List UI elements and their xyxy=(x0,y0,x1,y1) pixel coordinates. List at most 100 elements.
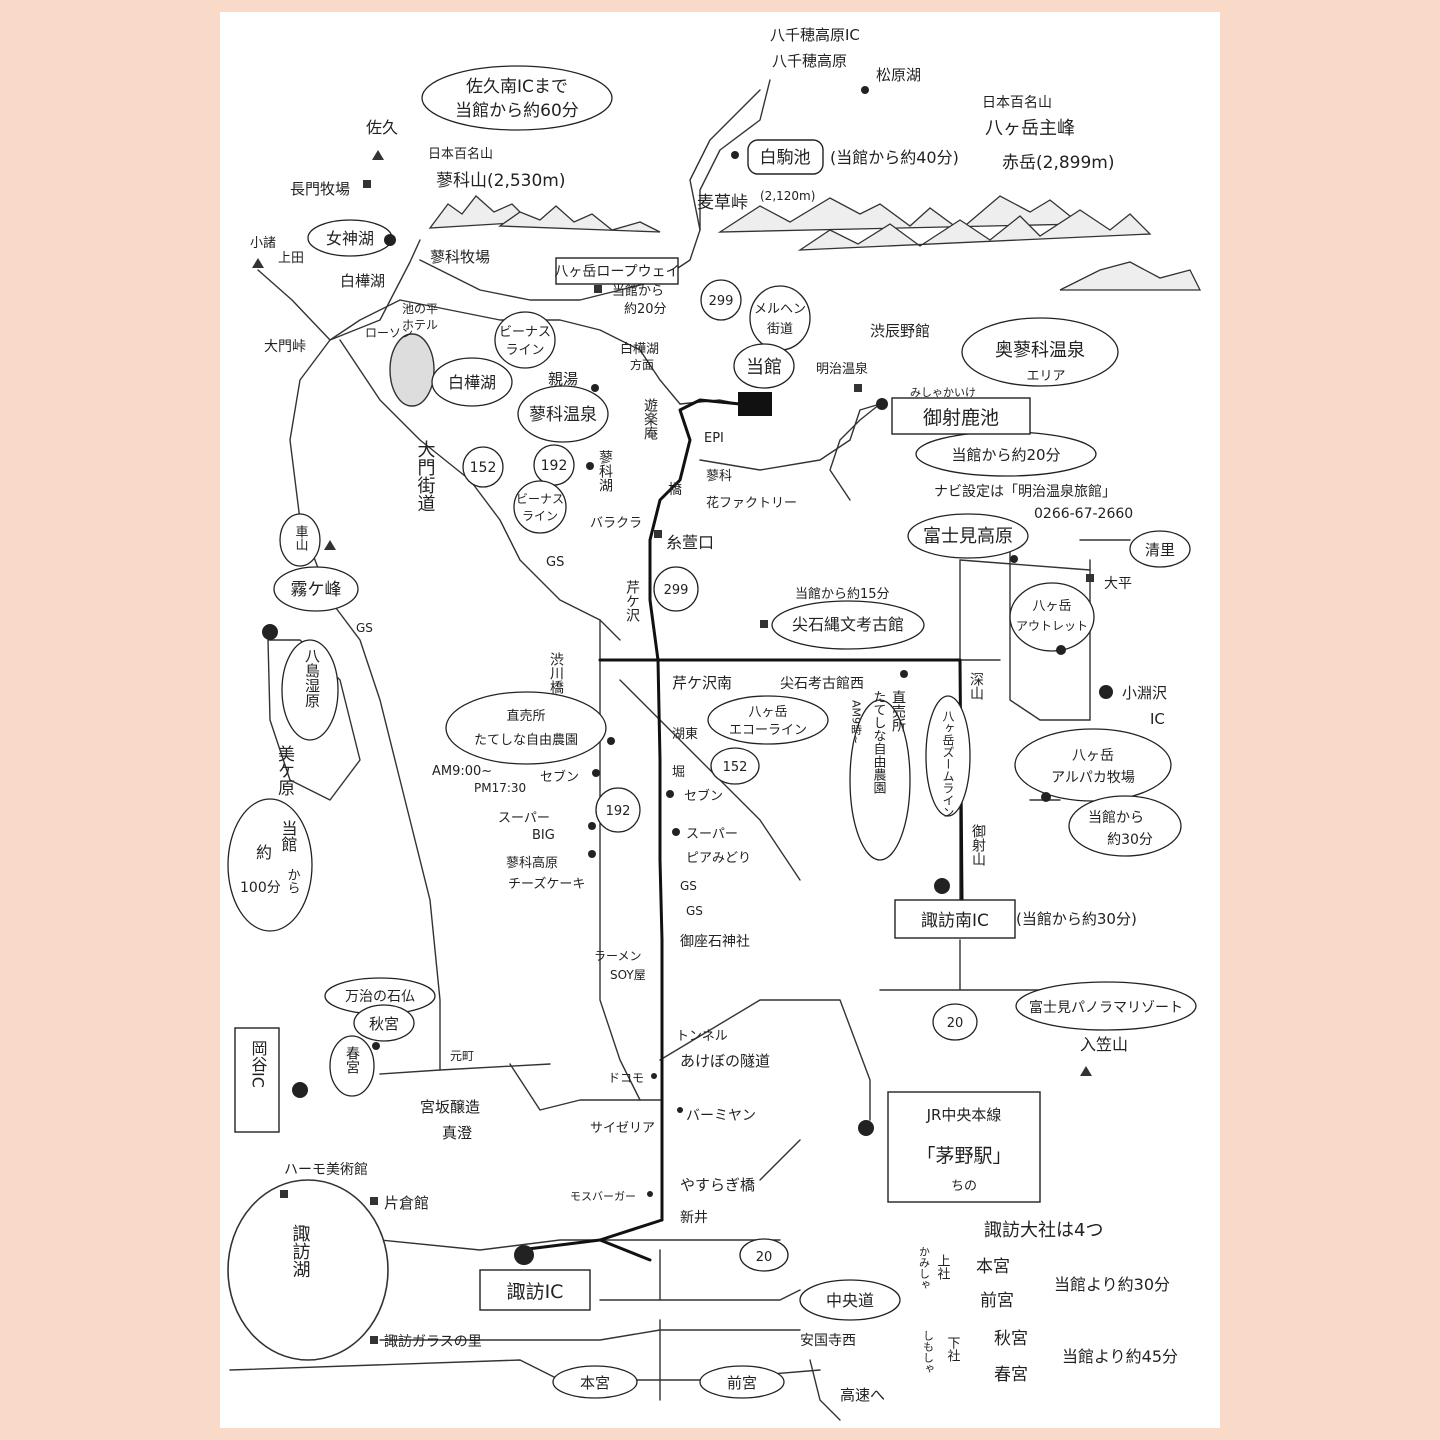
label-togariishi-time: 当館から約15分 xyxy=(795,587,890,602)
label-venus-1: ビーナス xyxy=(499,325,551,340)
label-harumiya-r: 春宮 xyxy=(994,1365,1028,1385)
label-mugikusa-toge: 麦草峠 xyxy=(697,193,748,213)
label-shibu-tatsuno: 渋辰野館 xyxy=(870,322,930,340)
label-okaya-ic: 岡谷IC xyxy=(249,1040,268,1088)
label-shirakabako-dir-2: 方面 xyxy=(630,357,654,372)
label-r152-mid: 152 xyxy=(723,760,748,775)
label-suwaminami-ic: 諏訪南IC xyxy=(921,911,989,931)
label-meruhen-1: メルヘン xyxy=(754,302,806,317)
label-meruhen-2: 街道 xyxy=(767,322,793,337)
label-saku: 佐久 xyxy=(366,118,398,137)
label-hori: 堀 xyxy=(672,765,685,780)
label-venus-b-2: ライン xyxy=(522,509,558,523)
label-r192: 192 xyxy=(541,458,568,474)
label-maemiya: 前宮 xyxy=(727,1374,757,1392)
mountain-range-left xyxy=(428,195,661,233)
label-chokubai-v-2: たてしな自由農園 xyxy=(871,690,887,794)
label-shimosha-time: 当館より約45分 xyxy=(1062,1347,1178,1366)
label-r152: 152 xyxy=(470,460,497,476)
label-zoom-line: 八ヶ岳ズームライン xyxy=(941,710,955,818)
label-jr-3: ちの xyxy=(951,1179,977,1194)
label-okutateshina-1: 奥蓼科温泉 xyxy=(995,340,1085,361)
label-super-big-2: BIG xyxy=(532,828,555,843)
label-mos: モスバーガー xyxy=(570,1190,636,1203)
label-shinyu: 親湯 xyxy=(548,370,578,388)
label-outlet-2: アウトレット xyxy=(1016,619,1088,633)
label-mugikusa-alt: (2,120m) xyxy=(760,189,815,203)
label-yachiho-ic: 八千穂高原IC xyxy=(770,26,860,44)
label-hours-2: PM17:30 xyxy=(474,781,526,795)
label-utsukushigahara: 美ケ原 xyxy=(274,745,295,796)
label-honmiya: 本宮 xyxy=(580,1374,610,1392)
label-ropeway-time-2: 約20分 xyxy=(624,302,667,317)
label-nagato-bokujo: 長門牧場 xyxy=(290,180,350,198)
label-shimosha-kana: しもしゃ xyxy=(922,1330,935,1374)
label-manji: 万治の石仏 xyxy=(345,989,415,1005)
label-hana-factory-1: 蓼科 xyxy=(706,469,732,484)
label-shirakabako-bubble: 白樺湖 xyxy=(448,373,496,392)
label-masumi: 真澄 xyxy=(442,1124,472,1142)
label-seven-left: セブン xyxy=(540,769,579,785)
label-mishakaike: 御射鹿池 xyxy=(923,407,999,429)
label-kamisha-kana: かみしゃ xyxy=(918,1246,931,1290)
label-gs-left: GS xyxy=(356,621,373,635)
label-gs-b: GS xyxy=(686,904,703,918)
label-eco-line-2: エコーライン xyxy=(729,723,807,738)
label-yashima-onsen: 八島湿原 xyxy=(303,648,321,708)
label-fujimi-kogen: 富士見高原 xyxy=(923,526,1013,547)
suwa-lake xyxy=(227,1179,389,1361)
label-shirakomaike-time: (当館から約40分) xyxy=(830,148,959,167)
label-saizeriya: サイゼリア xyxy=(590,1121,655,1136)
label-venus-2: ライン xyxy=(505,343,544,358)
label-venus-b-1: ビーナス xyxy=(516,492,564,506)
main-route xyxy=(518,398,964,1401)
label-akimiya-r: 秋宮 xyxy=(994,1329,1028,1349)
label-kobuchizawa-2: IC xyxy=(1150,710,1165,728)
label-shirakaba-ko-top: 白樺湖 xyxy=(340,272,385,290)
label-ikenotaira-2: ホテル xyxy=(402,318,438,332)
label-tunnel-1: トンネル xyxy=(676,1029,728,1044)
poi-markers xyxy=(252,86,1113,1344)
label-komoro-2: 上田 xyxy=(278,251,304,266)
label-hashi: 橋 xyxy=(668,482,682,498)
map-labels: 佐久南ICまで 当館から約60分 佐久 日本百名山 蓼科山(2,530m) 長門… xyxy=(240,26,1183,1404)
label-akadake: 赤岳(2,899m) xyxy=(1002,153,1115,173)
label-r192-mid: 192 xyxy=(606,804,631,819)
label-arai: 新井 xyxy=(680,1210,708,1226)
label-seven-right: セブン xyxy=(684,788,723,804)
label-shirakomaike: 白駒池 xyxy=(760,148,811,168)
label-ramen-2: SOY屋 xyxy=(610,968,646,982)
label-katakurakan: 片倉館 xyxy=(384,1194,429,1212)
label-shirakabako-dir-1: 白樺湖 xyxy=(620,341,659,357)
callout-bubbles xyxy=(227,65,1197,1399)
label-super-pia-2: ピアみどり xyxy=(686,851,751,866)
label-tairadaira: 大平 xyxy=(1104,576,1132,592)
label-bamiyan: バーミヤン xyxy=(686,1108,756,1124)
label-shimosha: 下社 xyxy=(945,1336,961,1362)
label-ropeway: 八ヶ岳ロープウェイ xyxy=(554,264,679,280)
ryokan-marker xyxy=(738,392,772,416)
label-matsubarako: 松原湖 xyxy=(876,66,921,84)
label-navi: ナビ設定は「明治温泉旅館」 xyxy=(934,483,1116,500)
label-ropeway-time-1: 当館から xyxy=(612,284,664,299)
label-gs-a: GS xyxy=(680,879,697,893)
label-tateshina-onsen: 蓼科温泉 xyxy=(529,405,597,425)
label-ankokuji: 安国寺西 xyxy=(800,1333,856,1349)
label-mishakaike-kana: みしゃかいけ xyxy=(910,386,976,399)
label-togariishi-museum: 尖石縄文考古館 xyxy=(792,615,904,634)
label-r299-mid: 299 xyxy=(664,583,689,598)
label-nyukasa: 入笠山 xyxy=(1080,1035,1128,1054)
label-chinogasawa-minami: 芹ケ沢南 xyxy=(672,674,732,692)
label-kamisha-time: 当館より約30分 xyxy=(1054,1275,1170,1294)
label-togariishi-nishi: 尖石考古館西 xyxy=(780,675,864,692)
label-mishayama: 御射山 xyxy=(970,824,986,866)
shirakaba-lake xyxy=(389,333,435,407)
label-tunnel-2: あけぼの隧道 xyxy=(680,1052,770,1070)
label-koso: 高速へ xyxy=(840,1386,885,1404)
label-r20-bottom: 20 xyxy=(756,1250,773,1265)
label-yatsugatake-shuho: 八ヶ岳主峰 xyxy=(985,118,1075,139)
label-taisha-head: 諏訪大社は4つ xyxy=(984,1220,1103,1241)
label-fukayama: 深山 xyxy=(968,672,984,700)
label-jr-2: 「茅野駅」 xyxy=(916,1145,1011,1167)
